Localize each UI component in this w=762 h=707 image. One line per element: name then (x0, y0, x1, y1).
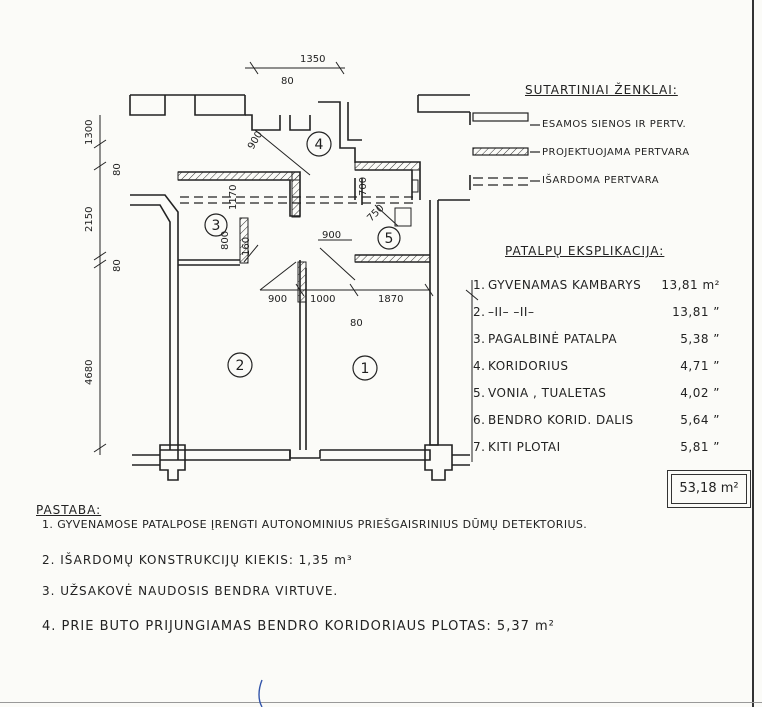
legend-item-projected: PROJEKTUOJAMA PERTVARA (542, 147, 690, 158)
explication-bracket (465, 280, 479, 462)
room-number-1: 1 (361, 361, 370, 377)
room-area: 5,64 ” (680, 413, 720, 427)
room-marker-2 (227, 352, 253, 378)
room-name: VONIA , TUALETAS (488, 386, 607, 400)
room-area: 13,81 ” (672, 305, 720, 319)
dim-mid-80: 80 (350, 318, 363, 329)
note-4: 4. PRIE BUTO PRIJUNGIAMAS BENDRO KORIDOR… (42, 619, 555, 634)
demolished-partition (180, 196, 415, 204)
room-name: BENDRO KORID. DALIS (488, 413, 634, 427)
room-marker-5 (377, 226, 401, 250)
dim-left-80-a: 80 (112, 163, 123, 176)
room-markers (204, 131, 401, 381)
dim-left-1300: 1300 (84, 120, 95, 145)
sheet-border-bottom (0, 702, 762, 703)
room-marker-1 (352, 355, 378, 381)
dim-small-1170-a: 1170 (228, 185, 239, 210)
dim-small-800-a: 800 (220, 231, 231, 250)
explication-title: PATALPŲ EKSPLIKACIJA: (505, 244, 665, 258)
row-number: 1. (473, 278, 486, 292)
door-swings (243, 129, 419, 291)
room-name: PAGALBINĖ PATALPA (488, 332, 618, 346)
explication-row: 3. PAGALBINĖ PATALPA 5,38 ” (470, 327, 750, 354)
dim-top-80: 80 (281, 76, 294, 87)
dim-mid-1000: 1000 (310, 294, 335, 305)
total-area-box-outer (667, 470, 751, 508)
room-marker-3 (204, 213, 228, 237)
dim-small-750: 750 (365, 203, 386, 224)
row-number: 6. (473, 413, 486, 427)
room-marker-4 (306, 131, 332, 157)
room-area: 13,81 m² (661, 278, 720, 292)
sheet-border-right (752, 0, 754, 707)
room-area: 5,38 ” (680, 332, 720, 346)
row-number: 7. (473, 440, 486, 454)
explication-row: 2. –II– –II– 13,81 ” (470, 300, 750, 327)
dim-small-900-a: 900 (246, 129, 265, 151)
legend-symbol-existing (472, 112, 529, 122)
note-1: 1. GYVENAMOSE PATALPOSE ĮRENGTI AUTONOMI… (42, 518, 588, 531)
explication-row: 7. KITI PLOTAI 5,81 ” (470, 435, 750, 462)
room-name: KORIDORIUS (488, 359, 569, 373)
room-area: 4,71 ” (680, 359, 720, 373)
note-3: 3. UŽSAKOVĖ NAUDOSIS BENDRA VIRTUVE. (42, 584, 339, 598)
room-number-5: 5 (385, 231, 394, 247)
dim-small-160: 160 (241, 237, 252, 256)
projected-partitions (177, 161, 431, 303)
explication-row: 6. BENDRO KORID. DALIS 5,64 ” (470, 408, 750, 435)
room-area: 4,02 ” (680, 386, 720, 400)
room-name: KITI PLOTAI (488, 440, 561, 454)
row-number: 5. (473, 386, 486, 400)
explication-row: 5. VONIA , TUALETAS 4,02 ” (470, 381, 750, 408)
dim-small-900-b: 900 (322, 230, 341, 241)
legend-title: SUTARTINIAI ŽENKLAI: (525, 83, 678, 97)
legend-symbol-projected (472, 147, 529, 156)
explication-table: 1. GYVENAMAS KAMBARYS 13,81 m² 2. –II– –… (470, 273, 750, 462)
note-2: 2. IŠARDOMŲ KONSTRUKCIJŲ KIEKIS: 1,35 m³ (42, 553, 353, 567)
dim-left-80-b: 80 (112, 259, 123, 272)
dim-left-4680: 4680 (84, 360, 95, 385)
explication-row: 1. GYVENAMAS KAMBARYS 13,81 m² (470, 273, 750, 300)
dim-top-1350: 1350 (300, 54, 325, 65)
dim-left-2150: 2150 (84, 207, 95, 232)
total-area: 53,18 m² (671, 474, 747, 504)
room-name: GYVENAMAS KAMBARYS (488, 278, 642, 292)
room-area: 5,81 ” (680, 440, 720, 454)
row-number: 2. (473, 305, 486, 319)
legend-symbol-demolished (473, 177, 528, 186)
notes-title: PASTABA: (36, 503, 102, 517)
dimension-lines (93, 61, 434, 455)
row-number: 4. (473, 359, 486, 373)
dim-small-700: 700 (358, 177, 369, 196)
dim-mid-900: 900 (268, 294, 287, 305)
row-number: 3. (473, 332, 486, 346)
dim-mid-1870: 1870 (378, 294, 403, 305)
room-number-2: 2 (236, 358, 245, 374)
signature-mark (258, 679, 263, 707)
explication-row: 4. KORIDORIUS 4,71 ” (470, 354, 750, 381)
legend-symbols (472, 112, 540, 186)
room-number-4: 4 (315, 137, 324, 153)
legend-item-demolished: IŠARDOMA PERTVARA (542, 175, 660, 186)
room-name: –II– –II– (488, 305, 535, 319)
room-number-3: 3 (212, 218, 221, 234)
legend-item-existing: ESAMOS SIENOS IR PERTV. (542, 119, 687, 130)
